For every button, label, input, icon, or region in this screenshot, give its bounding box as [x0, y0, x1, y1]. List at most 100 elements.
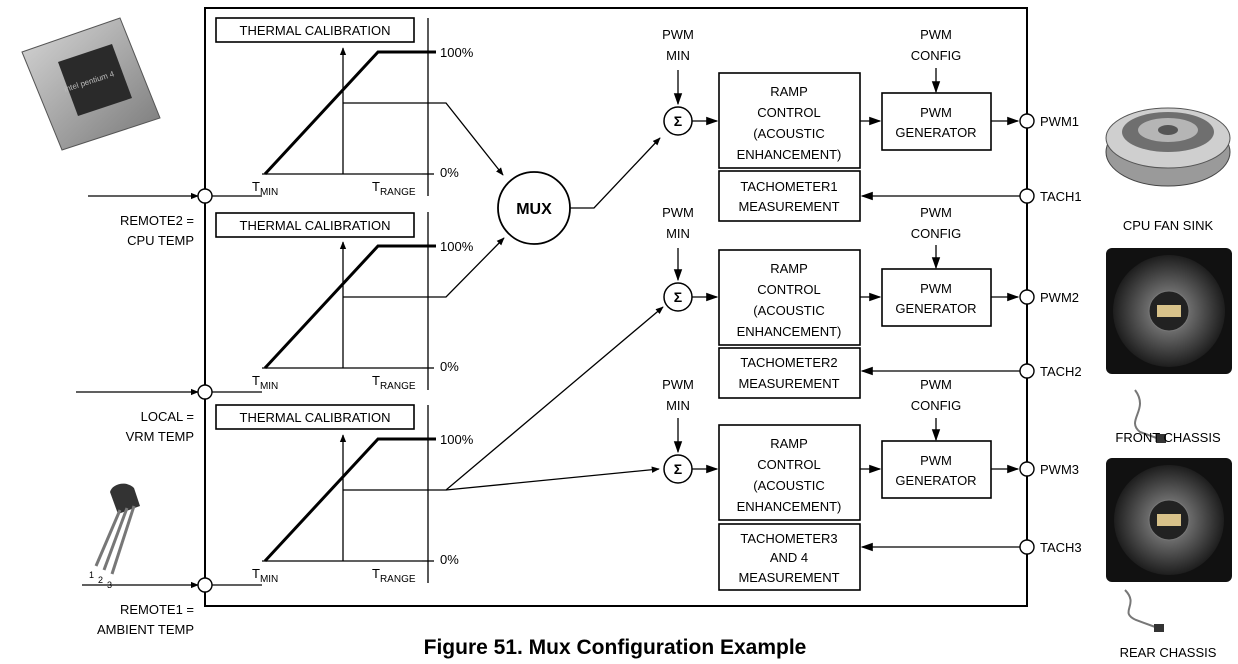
pwm-generator-box: [881, 440, 992, 499]
pwm-min-label-1: PWM: [662, 27, 694, 42]
tachometer-line-2: MEASUREMENT: [738, 199, 839, 214]
input-remote1-node: [197, 577, 213, 593]
pwm-output-label: PWM2: [1040, 290, 1079, 305]
ramp-control-box: [718, 249, 861, 346]
front-chassis-label: FRONT CHASSIS: [1115, 430, 1221, 445]
pwm-output-label: PWM3: [1040, 462, 1079, 477]
front-chassis-fan-image: [1106, 248, 1232, 443]
cpu-fan-sink-image: [1105, 107, 1231, 187]
pwm-config-label-2: CONFIG: [911, 226, 962, 241]
pwm-config-label-1: PWM: [920, 377, 952, 392]
t-min-sub: MIN: [260, 381, 278, 392]
mux-label: MUX: [516, 201, 552, 218]
pwm-min-label-1: PWM: [662, 377, 694, 392]
t-range-label: T: [372, 373, 380, 388]
tach-input-label: TACH3: [1040, 540, 1082, 555]
tachometer-line-2: MEASUREMENT: [738, 376, 839, 391]
pwm-generator-box: [881, 92, 992, 151]
thermal-calibration-2: THERMAL CALIBRATION 100% 0% TMIN TRANGE: [215, 212, 505, 392]
pwm-config-label-1: PWM: [920, 27, 952, 42]
pwm-min-label-1: PWM: [662, 205, 694, 220]
tachometer-line-2: AND 4: [770, 550, 808, 565]
pwm-generator-line-2: GENERATOR: [895, 301, 976, 316]
temp-sensor-image: 1 2 3: [89, 483, 140, 590]
calibration-title: THERMAL CALIBRATION: [240, 218, 391, 233]
t-range-label: T: [372, 179, 380, 194]
rear-chassis-label: REAR CHASSIS: [1120, 645, 1217, 660]
figure-caption: Figure 51. Mux Configuration Example: [424, 636, 807, 659]
input-remote2-label-1: REMOTE2 =: [120, 213, 194, 228]
pwm-output-label: PWM1: [1040, 114, 1079, 129]
calibration-title: THERMAL CALIBRATION: [240, 23, 391, 38]
pwm-output-node: [1019, 113, 1035, 129]
t-min-label: T: [252, 566, 260, 581]
ramp-line-3: (ACOUSTIC: [753, 303, 825, 318]
t-min-label: T: [252, 373, 260, 388]
ramp-control-box: [718, 72, 861, 169]
tach-input-node: [1019, 539, 1035, 555]
tachometer-box: [718, 170, 861, 222]
sigma-symbol: Σ: [674, 289, 682, 305]
sensor-pin-1: 1: [89, 570, 94, 580]
input-local-label-1: LOCAL =: [141, 409, 194, 424]
svg-text:TMIN: TMIN: [252, 373, 278, 392]
pct-low-label: 0%: [440, 165, 459, 180]
cpu-fan-sink-label: CPU FAN SINK: [1123, 218, 1214, 233]
channel-3: PWM MIN Σ RAMP CONTROL (ACOUSTIC ENHANCE…: [662, 377, 1082, 591]
svg-text:TRANGE: TRANGE: [372, 179, 416, 198]
ramp-line-2: CONTROL: [757, 457, 821, 472]
tachometer-line-1: TACHOMETER2: [740, 355, 837, 370]
tach-input-node: [1019, 188, 1035, 204]
input-local-label-2: VRM TEMP: [126, 429, 194, 444]
tachometer-line-1: TACHOMETER1: [740, 179, 837, 194]
tach-input-label: TACH2: [1040, 364, 1082, 379]
tachometer-line-1: TACHOMETER3: [740, 531, 837, 546]
svg-text:TRANGE: TRANGE: [372, 373, 416, 392]
tachometer-box: [718, 523, 861, 591]
pwm-output-node: [1019, 461, 1035, 477]
thermal-calibration-1: THERMAL CALIBRATION 100% 0% TMIN TRANGE: [215, 17, 504, 198]
ramp-line-3: (ACOUSTIC: [753, 478, 825, 493]
svg-text:TRANGE: TRANGE: [372, 566, 416, 585]
svg-text:TMIN: TMIN: [252, 179, 278, 198]
pwm-config-label-1: PWM: [920, 205, 952, 220]
input-remote2-node: [197, 188, 213, 204]
pwm-generator-line-2: GENERATOR: [895, 473, 976, 488]
pwm-config-label-2: CONFIG: [911, 398, 962, 413]
device-boundary: [204, 7, 1028, 607]
cpu-chip-image: intel pentium 4: [21, 17, 161, 151]
rear-chassis-fan-image: [1106, 458, 1232, 632]
pct-high-label: 100%: [440, 239, 474, 254]
thermal-calibration-3: THERMAL CALIBRATION 100% 0% TMIN TRANGE: [215, 306, 664, 585]
pwm-config-label-2: CONFIG: [911, 48, 962, 63]
pwm-generator-box: [881, 268, 992, 327]
pwm-generator-line-2: GENERATOR: [895, 125, 976, 140]
pwm-generator-line-1: PWM: [920, 453, 952, 468]
t-min-sub: MIN: [260, 187, 278, 198]
pct-high-label: 100%: [440, 432, 474, 447]
t-min-label: T: [252, 179, 260, 194]
pwm-min-label-2: MIN: [666, 226, 690, 241]
ramp-line-4: ENHANCEMENT): [737, 147, 842, 162]
tach-input-label: TACH1: [1040, 189, 1082, 204]
svg-text:TMIN: TMIN: [252, 566, 278, 585]
sensor-pin-2: 2: [98, 575, 103, 585]
calibration-title: THERMAL CALIBRATION: [240, 410, 391, 425]
pct-high-label: 100%: [440, 45, 474, 60]
ramp-line-2: CONTROL: [757, 282, 821, 297]
pct-low-label: 0%: [440, 552, 459, 567]
t-min-sub: MIN: [260, 574, 278, 585]
pwm-generator-line-1: PWM: [920, 281, 952, 296]
t-range-sub: RANGE: [380, 187, 416, 198]
input-local-node: [197, 384, 213, 400]
input-remote1-label-1: REMOTE1 =: [120, 602, 194, 617]
ramp-line-3: (ACOUSTIC: [753, 126, 825, 141]
pwm-output-node: [1019, 289, 1035, 305]
ramp-line-1: RAMP: [770, 84, 808, 99]
tachometer-box: [718, 347, 861, 399]
t-range-sub: RANGE: [380, 574, 416, 585]
ramp-line-2: CONTROL: [757, 105, 821, 120]
ramp-line-1: RAMP: [770, 261, 808, 276]
pct-low-label: 0%: [440, 359, 459, 374]
